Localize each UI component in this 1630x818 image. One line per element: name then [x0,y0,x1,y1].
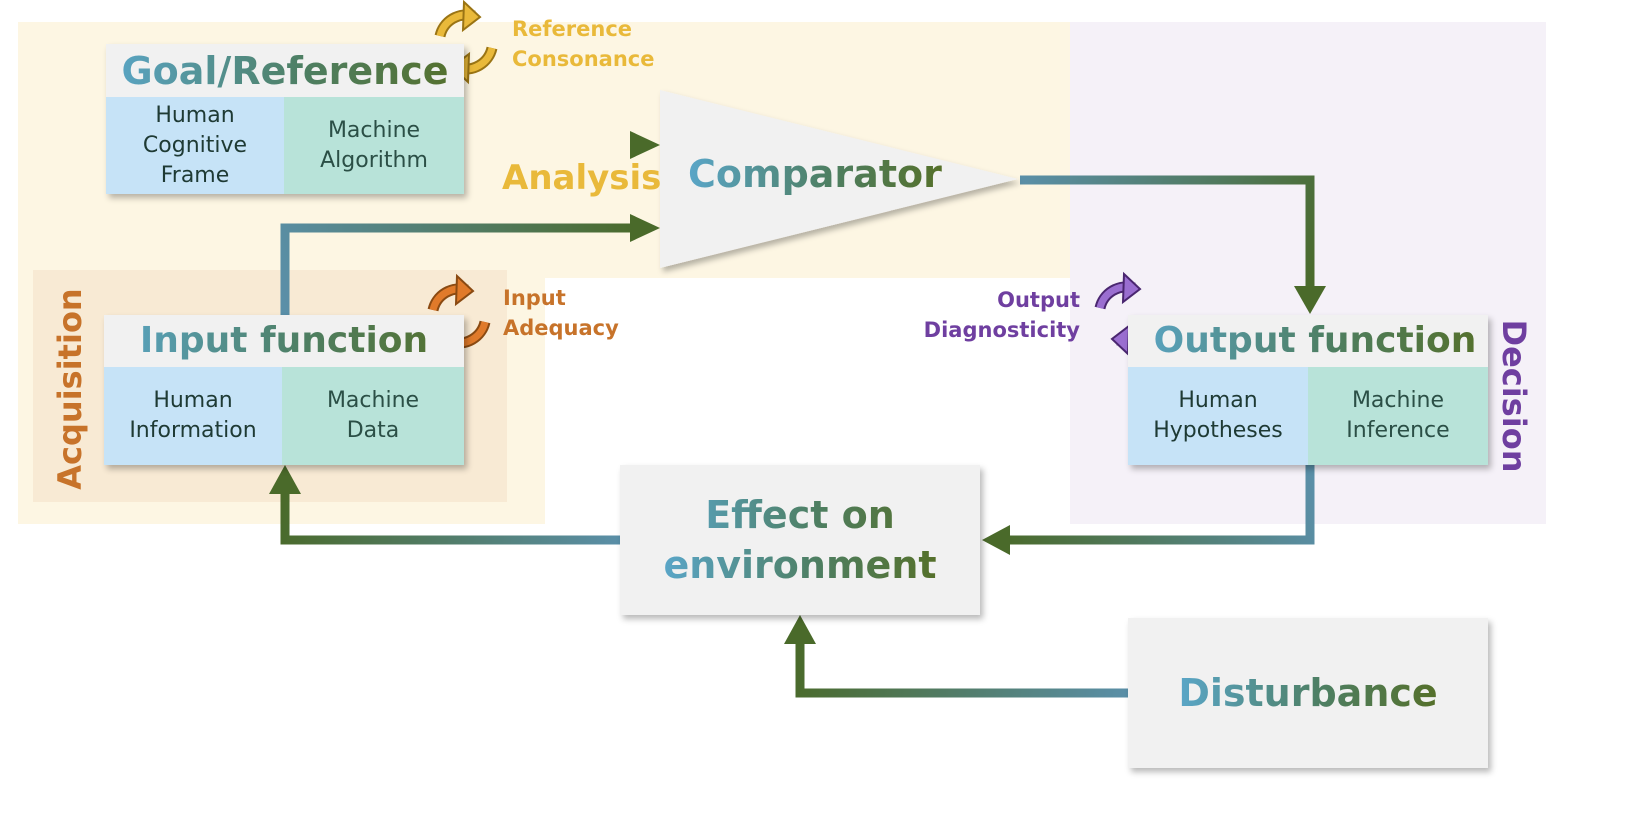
effect-on-environment-box: Effect on environment [620,465,980,615]
output-function-human-cell: Human Hypotheses [1128,367,1308,465]
input-function-human-cell: Human Information [104,367,282,465]
arrow-effect-to-input [269,465,620,545]
acquisition-label: Acquisition [51,288,89,490]
reference-consonance-label: Reference Consonance [512,17,655,71]
input-function-title: Input function [104,317,464,365]
input-adequacy-label: Input Adequacy [503,286,619,340]
input-function-box: Input function Human Information Machine… [104,315,464,465]
input-function-machine-cell: Machine Data [282,367,464,465]
goal-reference-human-cell: Human Cognitive Frame [106,97,284,194]
disturbance-title: Disturbance [1178,671,1438,715]
effect-on-environment-title: Effect on environment [663,490,936,590]
arrow-goal-to-comparator [464,131,660,159]
goal-reference-machine-cell: Machine Algorithm [284,97,464,194]
analysis-label: Analysis [502,158,662,198]
output-function-box: Output function Human Hypotheses Machine… [1128,315,1488,465]
goal-reference-box: Goal/Reference Human Cognitive Frame Mac… [106,44,464,194]
arrow-output-to-effect [982,465,1315,555]
arrow-comparator-to-output [1020,175,1326,314]
comparator-shape [660,90,1018,268]
disturbance-box: Disturbance [1128,618,1488,768]
output-diagnosticity-label: Output Diagnosticity [923,288,1080,342]
output-function-machine-cell: Machine Inference [1308,367,1488,465]
output-function-title: Output function [1128,317,1488,365]
arrow-input-to-comparator [280,214,660,315]
decision-label: Decision [1495,319,1533,473]
arrow-disturbance-to-effect [784,615,1128,698]
goal-reference-title: Goal/Reference [106,46,464,96]
comparator-title: Comparator [688,152,942,196]
